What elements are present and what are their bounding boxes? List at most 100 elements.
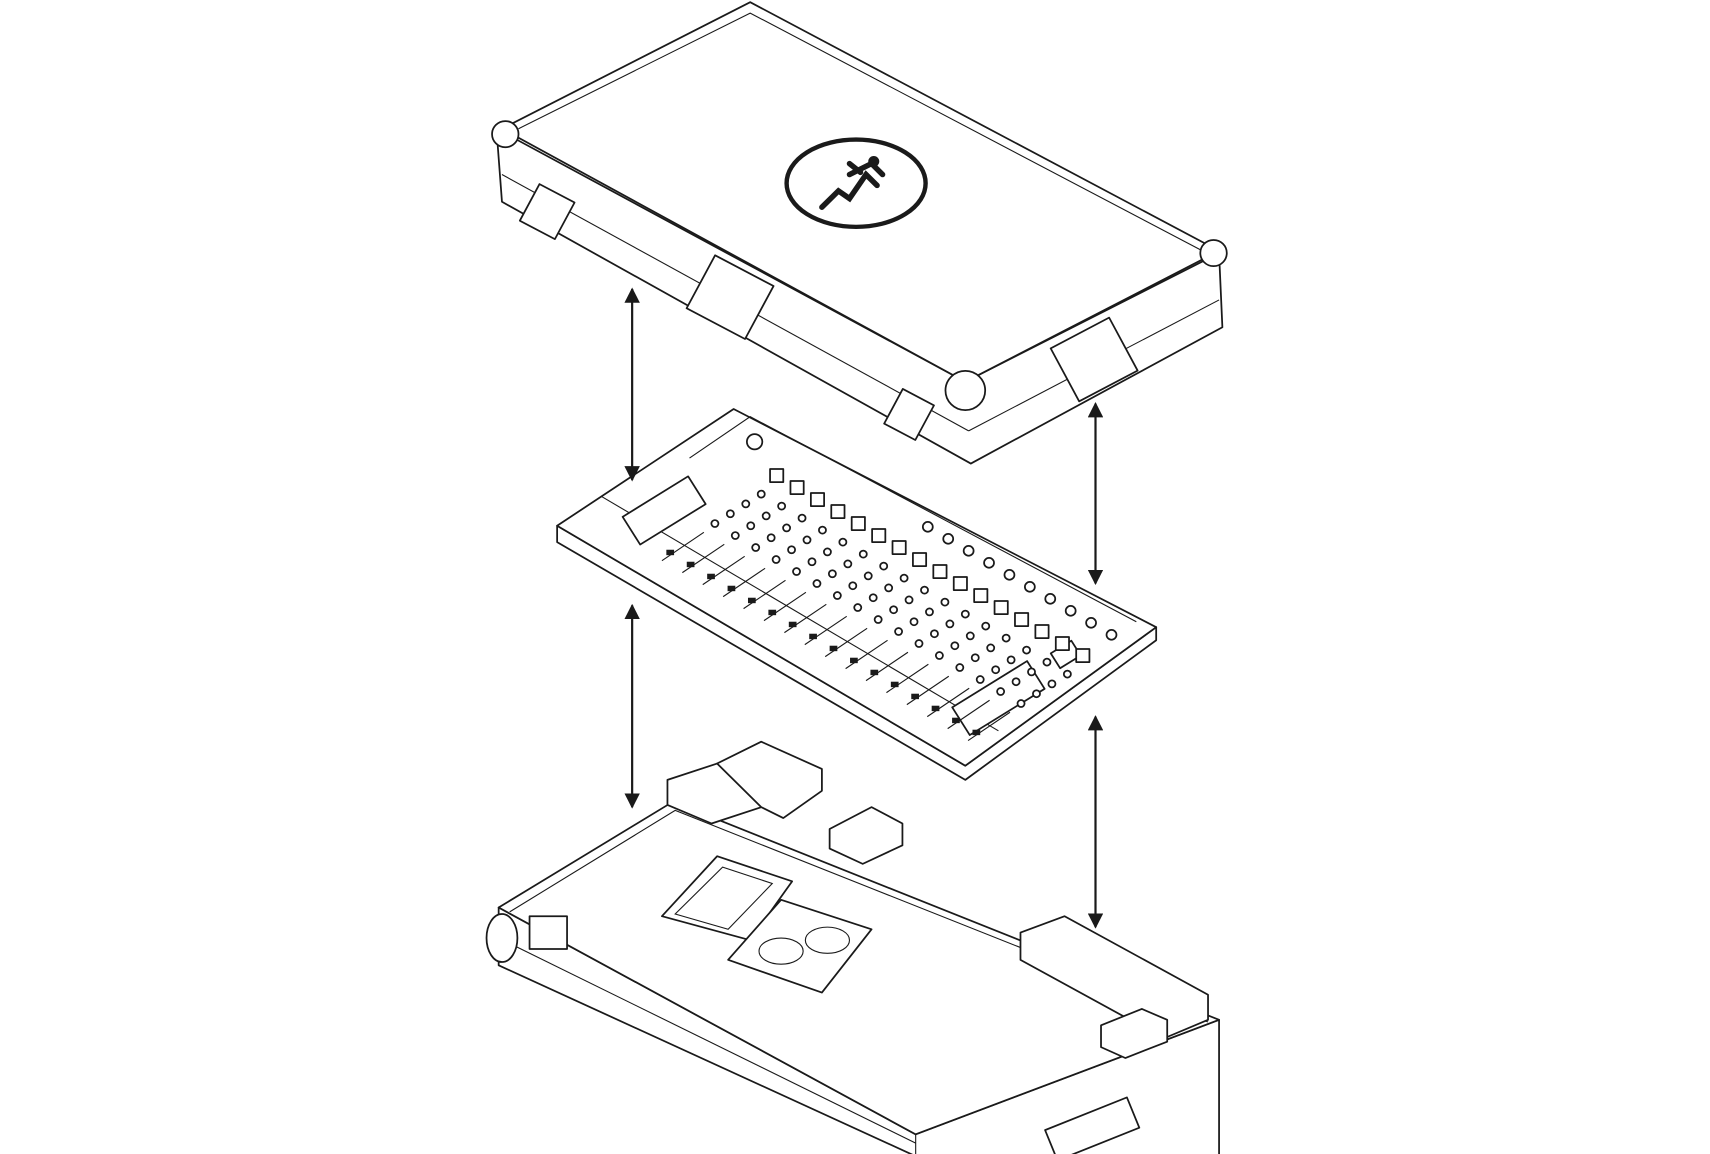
wheel-icon xyxy=(485,913,519,963)
fader-track xyxy=(682,543,725,574)
fader-track xyxy=(947,699,990,730)
fader-knob xyxy=(788,621,797,628)
knob-icon xyxy=(1044,593,1057,605)
button-icon xyxy=(761,511,771,521)
knob-icon xyxy=(1064,605,1077,617)
button-icon xyxy=(1062,669,1072,679)
button-icon xyxy=(868,593,878,603)
fader-knob xyxy=(707,573,715,580)
button-icon xyxy=(945,619,955,629)
channel-display xyxy=(871,528,887,543)
button-icon xyxy=(858,549,868,559)
button-icon xyxy=(802,535,812,545)
button-icon xyxy=(981,621,991,631)
button-icon xyxy=(986,643,996,653)
button-icon xyxy=(777,501,787,511)
channel-display xyxy=(1014,612,1030,627)
button-icon xyxy=(1001,633,1011,643)
fader-track xyxy=(824,627,868,658)
button-icon xyxy=(843,559,853,569)
channel-display xyxy=(1075,648,1091,663)
button-icon xyxy=(996,687,1006,696)
fader-knob xyxy=(911,693,919,700)
handle-icon xyxy=(1049,316,1139,403)
button-icon xyxy=(766,533,776,543)
button-icon xyxy=(930,629,939,639)
fader-knob xyxy=(686,561,695,568)
channel-display xyxy=(850,516,866,531)
button-icon xyxy=(751,543,761,552)
button-icon xyxy=(970,653,980,663)
button-icon xyxy=(771,555,781,564)
channel-display xyxy=(993,600,1009,615)
fader-track xyxy=(702,555,745,586)
knob-icon xyxy=(942,533,955,545)
channel-display xyxy=(952,576,968,591)
fader-knob xyxy=(952,717,960,724)
latch-icon xyxy=(883,388,935,441)
button-icon xyxy=(812,579,822,588)
knob-icon xyxy=(983,557,995,569)
channel-display xyxy=(830,504,846,519)
fader-track xyxy=(763,591,807,622)
button-icon xyxy=(1027,667,1036,677)
button-icon xyxy=(925,607,934,617)
button-icon xyxy=(746,521,756,531)
mackie-running-man-logo xyxy=(784,137,928,230)
fader-knob xyxy=(727,585,736,592)
button-icon xyxy=(827,569,837,579)
button-icon xyxy=(879,561,889,571)
knob-icon xyxy=(962,545,975,557)
button-icon xyxy=(725,509,735,519)
button-icon xyxy=(965,631,975,641)
fader-track xyxy=(845,639,888,670)
button-icon xyxy=(1022,645,1031,655)
channel-display xyxy=(932,564,948,579)
fader-knob xyxy=(931,705,940,712)
channel-display xyxy=(1034,624,1050,639)
button-icon xyxy=(991,665,1001,675)
button-icon xyxy=(873,615,883,624)
channel-display xyxy=(809,492,825,507)
fader-track xyxy=(886,663,929,694)
button-icon xyxy=(1011,677,1021,687)
fader-track xyxy=(926,687,970,718)
button-icon xyxy=(884,583,894,593)
knob-icon xyxy=(1105,629,1118,641)
channel-display xyxy=(973,588,989,603)
button-icon xyxy=(1032,689,1041,699)
fader-track xyxy=(906,675,950,706)
button-icon xyxy=(807,557,817,567)
button-icon xyxy=(1006,655,1016,665)
handle-icon xyxy=(1044,1096,1141,1154)
button-icon xyxy=(1047,679,1057,689)
button-icon xyxy=(838,537,848,547)
button-icon xyxy=(710,519,720,528)
fader-knob xyxy=(809,633,817,640)
knob-icon xyxy=(1085,617,1097,629)
button-icon xyxy=(848,581,858,591)
button-icon xyxy=(730,531,740,540)
fader-knob xyxy=(870,669,879,676)
fader-knob xyxy=(768,609,777,616)
button-icon xyxy=(832,591,842,600)
button-icon xyxy=(934,651,944,660)
fader-track xyxy=(784,603,827,634)
button-icon xyxy=(914,639,924,648)
button-icon xyxy=(792,567,801,576)
fader-track xyxy=(722,567,766,598)
channel-display xyxy=(891,540,907,555)
button-icon xyxy=(940,597,950,607)
channel-display xyxy=(912,552,928,567)
case-lid xyxy=(491,1,1228,465)
button-icon xyxy=(863,571,873,581)
button-icon xyxy=(797,513,807,523)
fader-knob xyxy=(972,729,981,736)
button-icon xyxy=(756,489,766,499)
mixer-controls xyxy=(661,468,1118,742)
button-icon xyxy=(955,663,965,672)
fader-knob xyxy=(666,549,675,556)
fader-track xyxy=(865,651,909,682)
channel-display xyxy=(1054,636,1070,651)
fader-knob xyxy=(850,657,858,664)
